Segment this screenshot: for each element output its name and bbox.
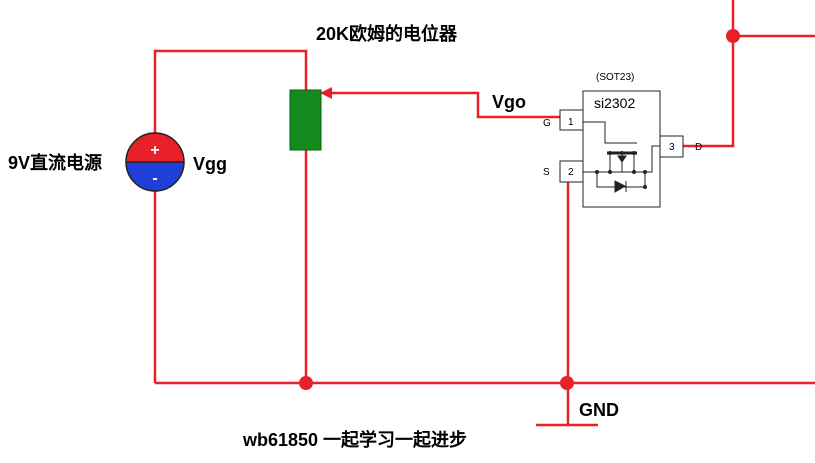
battery-negative-half (126, 162, 184, 191)
pin-s-label: S (543, 167, 550, 178)
source-label: 9V直流电源 (8, 152, 102, 173)
junctions (299, 29, 740, 390)
pin-g-label: G (543, 118, 551, 129)
footer-caption: wb61850 一起学习一起进步 (242, 429, 467, 450)
potentiometer-label: 20K欧姆的电位器 (316, 23, 458, 44)
connection-dot (643, 170, 647, 174)
pin-d-label: D (695, 142, 702, 153)
wire-battery-top (153, 49, 308, 134)
battery-plus-sign: + (150, 142, 159, 159)
pin-2-number: 2 (568, 167, 574, 178)
wire-drain (683, 0, 735, 148)
wiper-arrow (320, 87, 332, 99)
mosfet-dots (595, 151, 647, 189)
junction-node (560, 376, 574, 390)
potentiometer-body (289, 89, 322, 151)
dc-source: + - (125, 132, 185, 192)
junction-node (299, 376, 313, 390)
connection-dot (608, 151, 612, 155)
pin-3-number: 3 (669, 142, 675, 153)
fet-gate-lead (583, 121, 637, 144)
mosfet-package-label: (SOT23) (596, 72, 634, 83)
wires (153, 0, 815, 427)
connection-dot (620, 151, 624, 155)
connection-dot (643, 185, 647, 189)
mosfet-component: (SOT23) (559, 72, 684, 208)
battery-minus-sign: - (152, 170, 157, 187)
vgo-label: Vgo (492, 92, 526, 112)
wire-vgo (330, 91, 568, 119)
fet-arrow-icon (617, 155, 627, 163)
connection-dot (632, 170, 636, 174)
junction-node (726, 29, 740, 43)
connection-dot (608, 170, 612, 174)
gnd-label: GND (579, 400, 619, 420)
mosfet-part-name: si2302 (594, 95, 635, 111)
connection-dot (632, 151, 636, 155)
pin-1-box (559, 109, 584, 131)
body-diode-icon (614, 180, 627, 193)
vgg-label: Vgg (193, 154, 227, 174)
connection-dot (595, 170, 599, 174)
pin-1-number: 1 (568, 117, 574, 128)
battery-positive-half (126, 133, 184, 162)
